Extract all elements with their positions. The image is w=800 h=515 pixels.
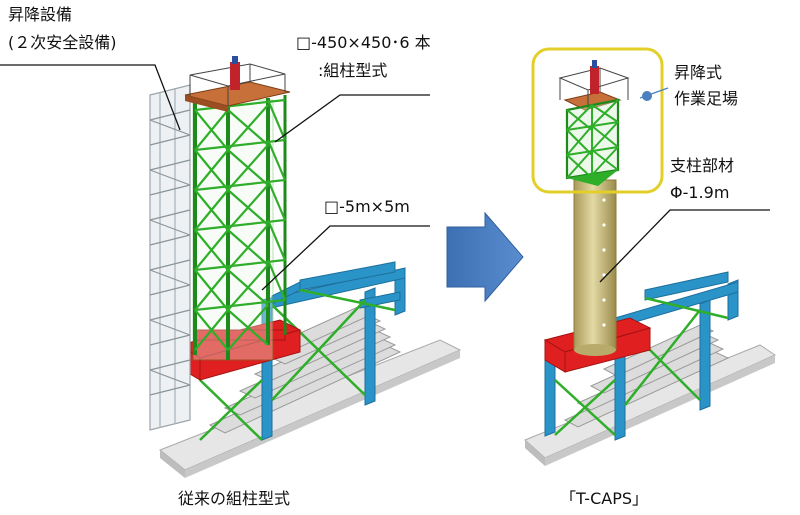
stair-equipment-subtitle: (２次安全設備) xyxy=(8,33,117,52)
left-top-platform xyxy=(184,56,291,112)
left-lattice-column xyxy=(192,95,287,361)
stair-equipment-title: 昇降設備 xyxy=(8,5,73,24)
transition-arrow xyxy=(446,211,524,303)
leader-lines xyxy=(0,64,770,291)
pole-diameter-label: Φ-1.9m xyxy=(670,183,730,202)
column-type-label: :組柱型式 xyxy=(318,61,388,80)
left-stair-tower xyxy=(149,84,191,431)
right-caption: 「T-CAPS」 xyxy=(560,489,649,508)
right-blue-frame xyxy=(544,271,739,441)
left-green-bracing xyxy=(199,288,396,441)
right-lifting-platform xyxy=(558,60,630,186)
left-caption: 従来の組柱型式 xyxy=(178,489,291,508)
platform-highlight-box xyxy=(531,47,664,194)
base-size-label: □-5m×5m xyxy=(324,197,410,216)
platform-label-line1: 昇降式 xyxy=(674,63,723,82)
right-concrete-base xyxy=(524,324,777,466)
column-spec-label: □-450×450･6 本 xyxy=(296,33,431,52)
pole-label-line1: 支柱部材 xyxy=(670,156,735,175)
platform-label-line2: 作業足場 xyxy=(674,89,739,108)
right-support-pole xyxy=(573,179,617,356)
platform-marker-dot xyxy=(642,91,652,101)
